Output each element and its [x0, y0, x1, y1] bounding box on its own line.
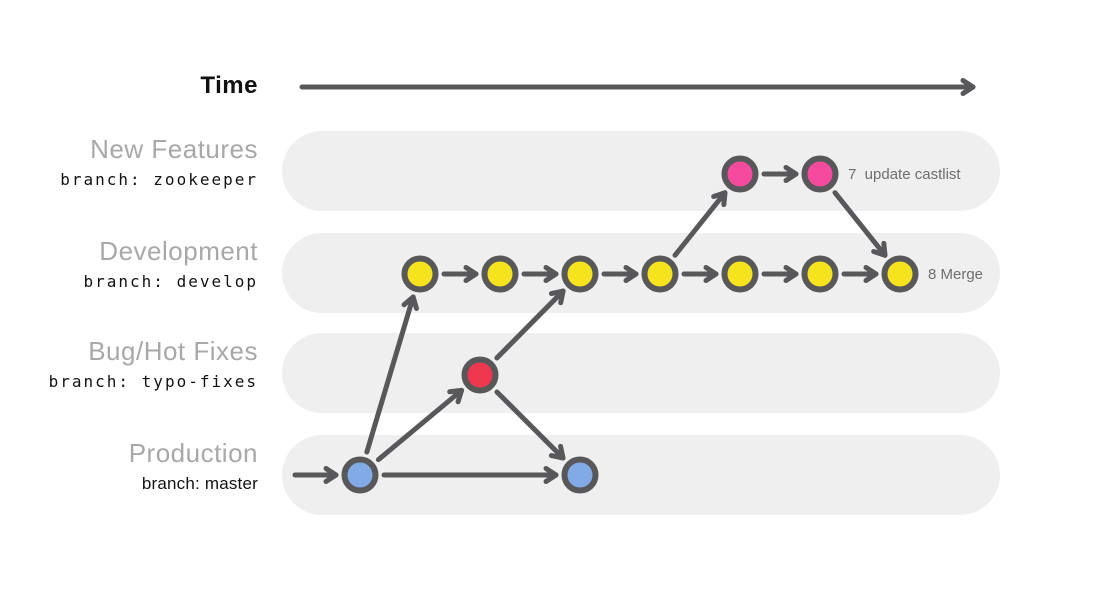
edge-arrow: [364, 294, 420, 455]
edge-arrow: [672, 190, 728, 258]
edge-arrow: [832, 190, 888, 258]
lane-label-bug-hot-fixes: Bug/Hot Fixes branch: typo-fixes: [0, 337, 258, 391]
edge-arrow: [494, 288, 566, 361]
commit-annotation: 7 update castlist: [848, 166, 961, 183]
commit-node-d2: [481, 255, 519, 293]
lane-title: Development: [99, 236, 258, 266]
lane-label-development: Development branch: develop: [0, 237, 258, 291]
time-axis-label: Time: [200, 72, 258, 99]
edge-arrow: [494, 389, 566, 461]
lane-label-production: Production branch: master: [0, 439, 258, 493]
lane-title: Production: [128, 438, 258, 468]
commit-node-m2: [561, 456, 599, 494]
lane-branch-name: branch: develop: [83, 272, 258, 291]
lane-title: New Features: [90, 134, 258, 164]
lane-branch-name: branch: master: [141, 474, 258, 493]
commit-annotation: 8 Merge: [928, 266, 983, 283]
commit-node-f2: [801, 155, 839, 193]
commit-node-m1: [341, 456, 379, 494]
commit-node-d7: [881, 255, 919, 293]
commit-node-d4: [641, 255, 679, 293]
lane-branch-name: branch: zookeeper: [60, 170, 258, 189]
lane-label-new-features: New Features branch: zookeeper: [0, 135, 258, 189]
lane-bug-hot-fixes: [282, 333, 1000, 413]
commit-node-f1: [721, 155, 759, 193]
commit-node-d3: [561, 255, 599, 293]
edge-arrow: [375, 387, 465, 463]
commit-node-d6: [801, 255, 839, 293]
commit-node-h1: [461, 356, 499, 394]
commit-node-d1: [401, 255, 439, 293]
lane-new-features: [282, 131, 1000, 211]
commit-node-d5: [721, 255, 759, 293]
lane-branch-name: branch: typo-fixes: [48, 372, 258, 391]
lane-title: Bug/Hot Fixes: [88, 336, 258, 366]
